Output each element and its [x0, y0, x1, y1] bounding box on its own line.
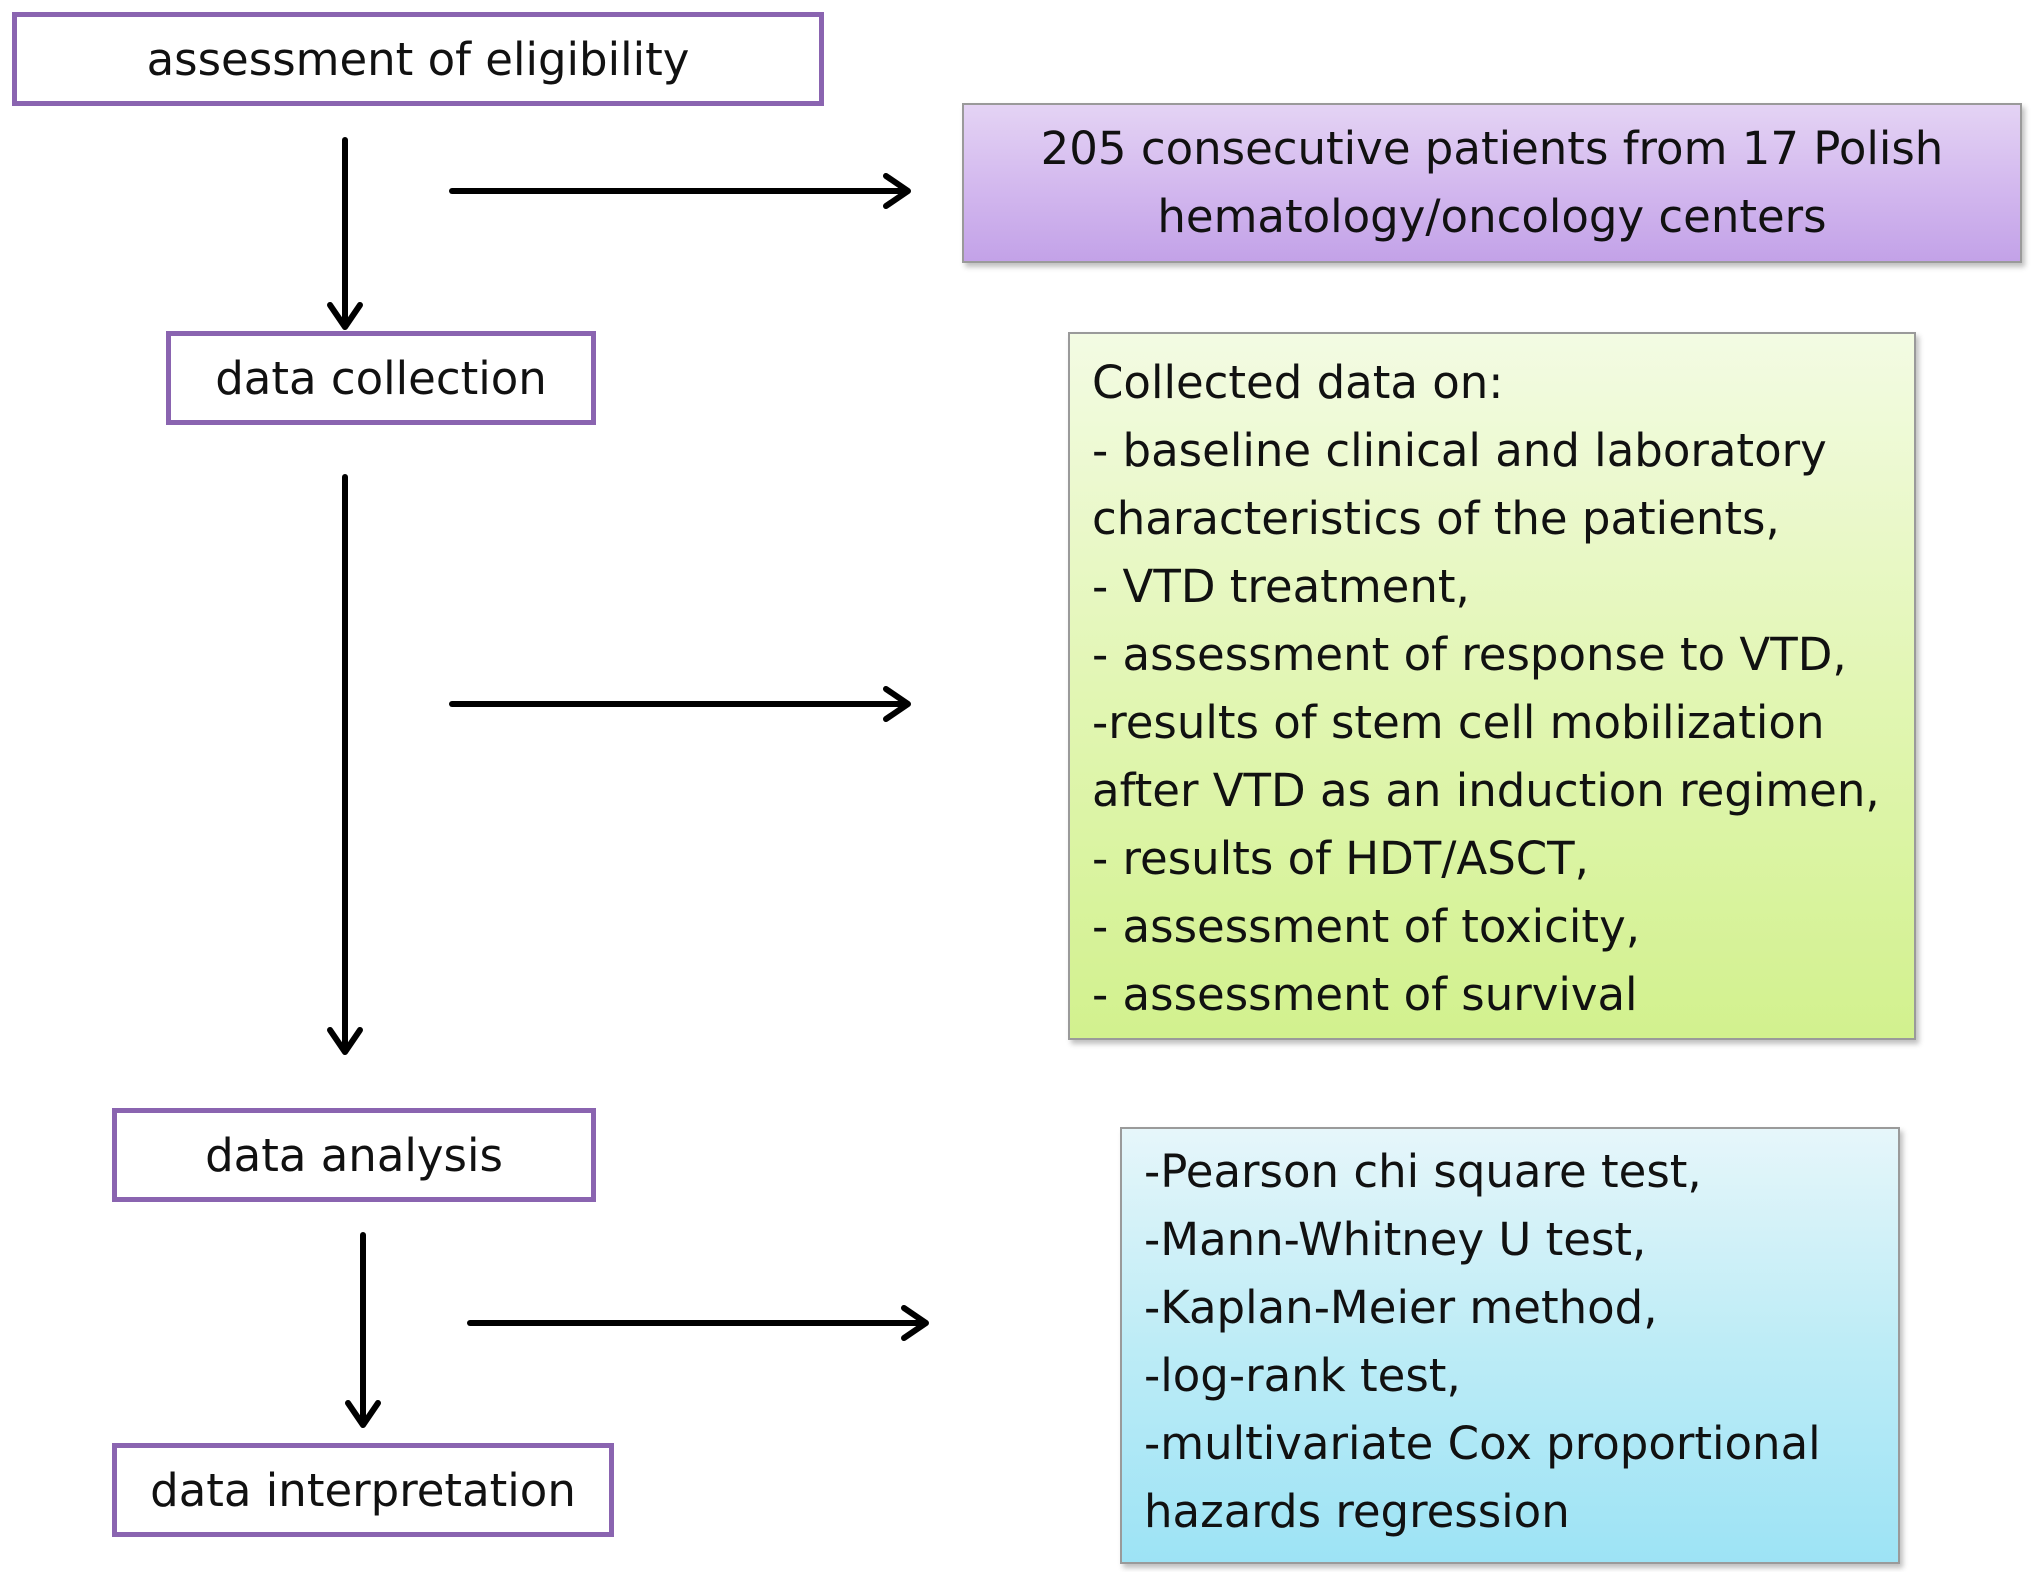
method-item: -Pearson chi square test, [1144, 1145, 1702, 1198]
collected-item: - assessment of response to VTD, [1092, 628, 1847, 681]
collected-data-box: Collected data on: - baseline clinical a… [1068, 332, 1916, 1040]
collected-heading: Collected data on: [1092, 356, 1504, 409]
arrow-eligibility-to-collection [327, 137, 363, 330]
collected-item: after VTD as an induction regimen, [1092, 764, 1880, 817]
step-assessment-of-eligibility: assessment of eligibility [12, 12, 824, 106]
arrow-to-methods-box [467, 1305, 929, 1341]
step-data-collection: data collection [166, 331, 596, 425]
arrow-collection-to-analysis [327, 474, 363, 1055]
collected-item: - baseline clinical and laboratory [1092, 424, 1827, 477]
arrow-analysis-to-interpretation [345, 1232, 381, 1428]
collected-item: - VTD treatment, [1092, 560, 1470, 613]
patients-line: hematology/oncology centers [1157, 190, 1827, 243]
step-label: data analysis [205, 1128, 503, 1182]
statistical-methods-box: -Pearson chi square test, -Mann-Whitney … [1120, 1127, 1900, 1564]
collected-item: - assessment of toxicity, [1092, 900, 1640, 953]
method-item: -Mann-Whitney U test, [1144, 1213, 1647, 1266]
method-item: -log-rank test, [1144, 1349, 1461, 1402]
step-label: data interpretation [150, 1463, 576, 1517]
patients-box: 205 consecutive patients from 17 Polish … [962, 103, 2022, 263]
collected-item: characteristics of the patients, [1092, 492, 1780, 545]
patients-line: 205 consecutive patients from 17 Polish [1040, 122, 1944, 175]
method-item: -Kaplan-Meier method, [1144, 1281, 1658, 1334]
collected-item: - assessment of survival [1092, 968, 1638, 1021]
collected-item: -results of stem cell mobilization [1092, 696, 1825, 749]
arrow-to-collected-box [449, 686, 911, 722]
method-item: hazards regression [1144, 1485, 1570, 1538]
collected-item: - results of HDT/ASCT, [1092, 832, 1589, 885]
step-label: data collection [215, 351, 547, 405]
step-data-interpretation: data interpretation [112, 1443, 614, 1537]
method-item: -multivariate Cox proportional [1144, 1417, 1821, 1470]
step-label: assessment of eligibility [146, 32, 690, 86]
step-data-analysis: data analysis [112, 1108, 596, 1202]
arrow-to-patients-box [449, 173, 911, 209]
